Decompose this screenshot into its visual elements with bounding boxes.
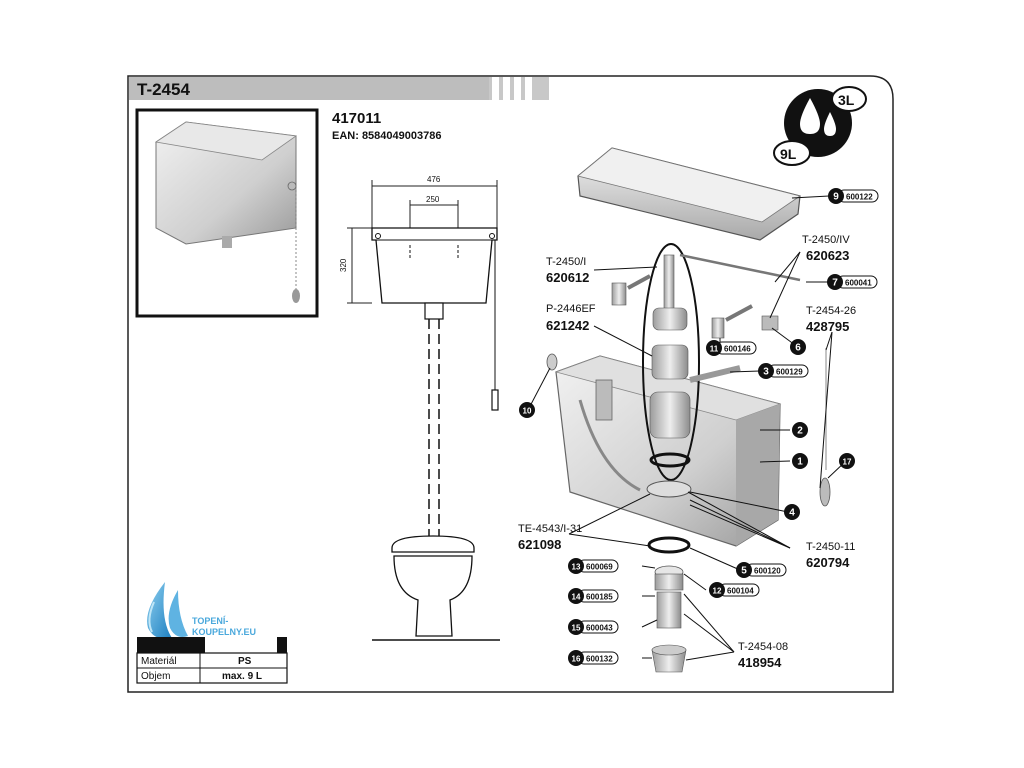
capacity-large: 9L bbox=[780, 146, 797, 162]
callout-number: 6 bbox=[795, 343, 801, 354]
callout-circle bbox=[792, 422, 808, 438]
logo-line1: TOPENÍ- bbox=[192, 616, 228, 626]
callout-12: 600104 12 bbox=[709, 582, 760, 598]
callout-5: 600120 5 bbox=[736, 562, 787, 578]
callout-code: 600122 bbox=[846, 193, 873, 202]
callout-number: 4 bbox=[789, 508, 795, 519]
callout-circle bbox=[706, 340, 722, 356]
spec-table: Materiál PS Objem max. 9 L bbox=[136, 637, 288, 684]
header-code: T-2454 bbox=[137, 80, 190, 99]
part-code: 621242 bbox=[546, 318, 589, 333]
part-ref: T-2450/IV bbox=[802, 234, 850, 246]
callout-17: 17 bbox=[839, 453, 855, 469]
part-ref: P-2446EF bbox=[546, 303, 596, 315]
callout-code: 600069 bbox=[586, 563, 613, 572]
callout-code: 600132 bbox=[586, 655, 613, 664]
callout-circle bbox=[709, 582, 725, 598]
callout-code: 600104 bbox=[727, 587, 754, 596]
callout-circle bbox=[827, 274, 843, 290]
callout-10: 10 bbox=[519, 402, 535, 418]
callout-number: 1 bbox=[797, 457, 803, 468]
callout-number: 10 bbox=[523, 407, 532, 416]
callout-14: 600185 14 bbox=[568, 588, 619, 604]
callout-15: 600043 15 bbox=[568, 619, 619, 635]
callout-number: 16 bbox=[572, 655, 581, 664]
leader-lines bbox=[527, 195, 847, 661]
callout-7: 600041 7 bbox=[827, 274, 878, 290]
spec-label: Objem bbox=[141, 671, 170, 682]
callout-circle bbox=[568, 588, 584, 604]
part-code: 620623 bbox=[806, 248, 849, 263]
callout-code: 600120 bbox=[754, 567, 781, 576]
dim-bolt-spacing: 250 bbox=[426, 195, 440, 204]
callout-number: 17 bbox=[843, 458, 852, 467]
dim-width: 476 bbox=[427, 175, 441, 184]
part-labels: T-2450/I 620612 P-2446EF 621242 T-2450/I… bbox=[518, 234, 856, 670]
part-ref: T-2450-11 bbox=[806, 541, 855, 553]
small-hardware bbox=[546, 253, 831, 673]
part-ref: T-2450/I bbox=[546, 256, 586, 268]
callout-number: 5 bbox=[741, 566, 747, 577]
callout-number: 7 bbox=[832, 278, 838, 289]
part-ref: T-2454-26 bbox=[806, 305, 856, 317]
part-code: 418954 bbox=[738, 655, 782, 670]
callout-1: 1 bbox=[792, 453, 808, 469]
callout-circle bbox=[828, 188, 844, 204]
spec-label: Materiál bbox=[141, 656, 177, 667]
callout-13: 600069 13 bbox=[568, 558, 619, 574]
callout-number: 14 bbox=[572, 593, 581, 602]
tank-lid bbox=[577, 147, 801, 241]
callout-11: 600146 11 bbox=[706, 340, 757, 356]
callout-number: 12 bbox=[713, 587, 722, 596]
product-photo bbox=[154, 121, 300, 303]
callout-circle bbox=[568, 650, 584, 666]
dim-height: 320 bbox=[339, 258, 348, 272]
callout-number: 3 bbox=[763, 367, 769, 378]
callout-markers: 1260012934600120566000417600122910600146… bbox=[519, 188, 879, 666]
part-code: 620612 bbox=[546, 270, 589, 285]
callout-code: 600146 bbox=[724, 345, 751, 354]
product-number: 417011 bbox=[332, 110, 381, 127]
part-code: 620794 bbox=[806, 555, 850, 570]
callout-code: 600129 bbox=[776, 368, 803, 377]
callout-6: 6 bbox=[790, 339, 806, 355]
spec-value: max. 9 L bbox=[222, 671, 262, 682]
capacity-small: 3L bbox=[838, 92, 855, 108]
callout-9: 600122 9 bbox=[828, 188, 879, 204]
sheet-border bbox=[127, 75, 894, 693]
part-code: 428795 bbox=[806, 319, 849, 334]
callout-circle bbox=[839, 453, 855, 469]
callout-circle bbox=[568, 558, 584, 574]
callout-3: 600129 3 bbox=[758, 363, 809, 379]
callout-16: 600132 16 bbox=[568, 650, 619, 666]
ean-code: EAN: 8584049003786 bbox=[332, 130, 441, 142]
callout-4: 4 bbox=[784, 504, 800, 520]
callout-circle bbox=[792, 453, 808, 469]
callout-circle bbox=[784, 504, 800, 520]
part-code: 621098 bbox=[518, 537, 561, 552]
callout-code: 600185 bbox=[586, 593, 613, 602]
callout-2: 2 bbox=[792, 422, 808, 438]
callout-circle bbox=[519, 402, 535, 418]
callout-circle bbox=[790, 339, 806, 355]
callout-code: 600043 bbox=[586, 624, 613, 633]
callout-number: 13 bbox=[572, 563, 581, 572]
part-ref: T-2454-08 bbox=[738, 641, 788, 653]
callout-code: 600041 bbox=[845, 279, 872, 288]
installation-drawing: 476 250 320 bbox=[339, 175, 500, 641]
callout-circle bbox=[758, 363, 774, 379]
part-ref: TE-4543/I-31 bbox=[518, 523, 582, 535]
callout-number: 2 bbox=[797, 426, 803, 437]
callout-circle bbox=[568, 619, 584, 635]
callout-number: 11 bbox=[710, 345, 719, 354]
spec-value: PS bbox=[238, 656, 252, 667]
callout-number: 15 bbox=[572, 624, 581, 633]
callout-circle bbox=[736, 562, 752, 578]
dual-flush-badge: 3L 9L bbox=[773, 86, 867, 166]
flush-valve-assembly bbox=[642, 243, 700, 481]
logo-line2: KOUPELNY.EU bbox=[192, 627, 256, 637]
callout-number: 9 bbox=[833, 192, 839, 203]
site-logo: TOPENÍ- KOUPELNY.EU bbox=[147, 582, 256, 639]
